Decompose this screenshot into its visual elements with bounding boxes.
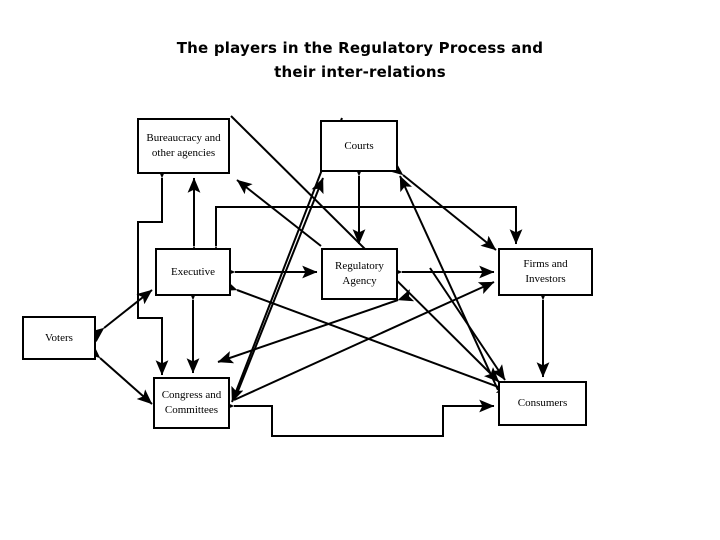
connector-voters-executive [88, 289, 153, 343]
node-congress-label: Congress and Committees [161, 389, 222, 416]
connector-congress-consumers [219, 399, 495, 437]
node-consumers[interactable]: Consumers [498, 381, 587, 426]
node-executive-label: Executive [171, 265, 215, 278]
node-executive[interactable]: Executive [155, 248, 231, 296]
connector-regulatory-congress [217, 289, 415, 364]
node-firms-and-investors[interactable]: Firms and Investors [498, 248, 593, 296]
node-courts-label: Courts [344, 139, 374, 152]
node-voters[interactable]: Voters [22, 316, 96, 360]
title-line-1: The players in the Regulatory Process an… [176, 39, 544, 57]
connector-congress-courts [235, 177, 324, 397]
title-line-2: their inter-relations [274, 63, 446, 81]
connector-voters-congress [84, 343, 153, 405]
node-courts[interactable]: Courts [320, 120, 398, 172]
node-consumers-label: Consumers [517, 397, 568, 409]
node-bureaucracy[interactable]: Bureaucracy and other agencies [137, 118, 230, 174]
connector-courts-firms [387, 160, 497, 251]
diagram-title: The players in the Regulatory Process an… [0, 36, 720, 84]
connector-consumers-courts [399, 175, 499, 391]
node-congress[interactable]: Congress and Committees [153, 377, 230, 429]
connector-regulatory-bureaucracy [236, 179, 322, 247]
node-bureaucracy-label: Bureaucracy and other agencies [146, 132, 221, 159]
node-regulatory-agency[interactable]: Regulatory Agency [321, 248, 398, 300]
connector-regulatory-consumers [429, 267, 506, 381]
node-regulatory-agency-label: Regulatory Agency [335, 260, 384, 287]
connector-trunk-bus [209, 206, 523, 261]
node-firms-and-investors-label: Firms and Investors [523, 258, 568, 285]
connector-executive-consumers [220, 278, 513, 393]
node-voters-label: Voters [45, 331, 73, 344]
